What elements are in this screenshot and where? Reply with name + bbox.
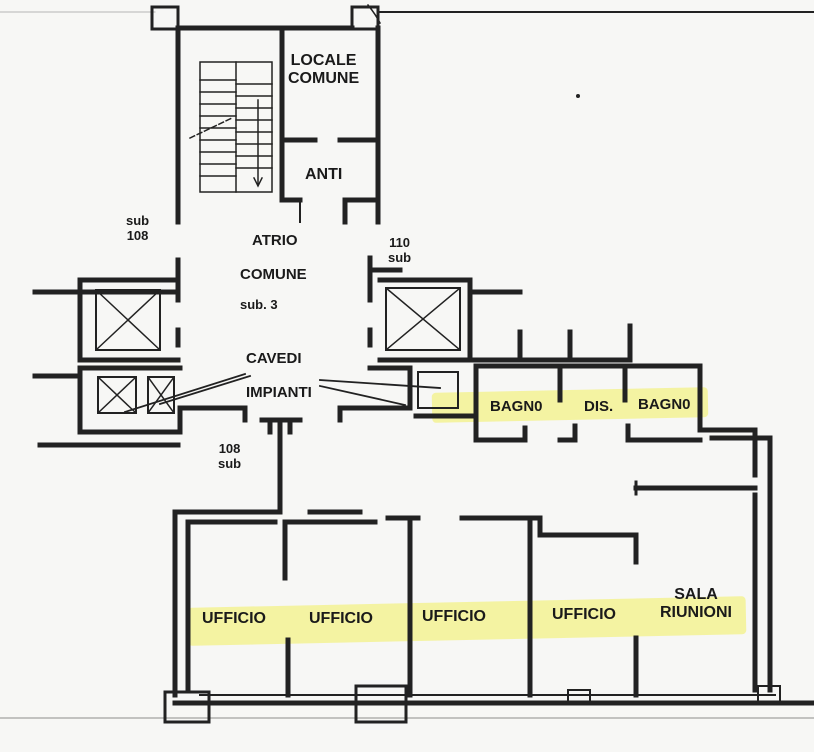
room-label-dis: DIS. — [584, 398, 614, 415]
room-label-ufficio-3: UFFICIO — [422, 608, 486, 625]
room-label-ufficio-1: UFFICIO — [202, 610, 266, 627]
room-label-sala-riunioni: SALA RIUNIONI — [660, 586, 732, 622]
room-label-atrio: ATRIO — [252, 232, 298, 249]
room-label-ufficio-4: UFFICIO — [552, 606, 616, 623]
sub-label-top-left: sub 108 — [126, 213, 150, 243]
room-label-locale-comune: LOCALE COMUNE — [288, 52, 360, 88]
room-label-bagno-2: BAGN0 — [638, 396, 691, 413]
room-label-anti: ANTI — [305, 166, 343, 183]
room-label-comune: COMUNE — [240, 266, 307, 283]
room-label-cavedi: CAVEDI — [246, 350, 302, 367]
room-label-bagno-1: BAGN0 — [490, 398, 543, 415]
sub-label-top-right: 110 sub — [388, 235, 412, 265]
room-label-ufficio-2: UFFICIO — [309, 610, 373, 627]
sub-label-bottom: 108 sub — [218, 441, 242, 471]
room-label-impianti: IMPIANTI — [246, 384, 312, 401]
room-label-sub-3: sub. 3 — [240, 297, 278, 312]
